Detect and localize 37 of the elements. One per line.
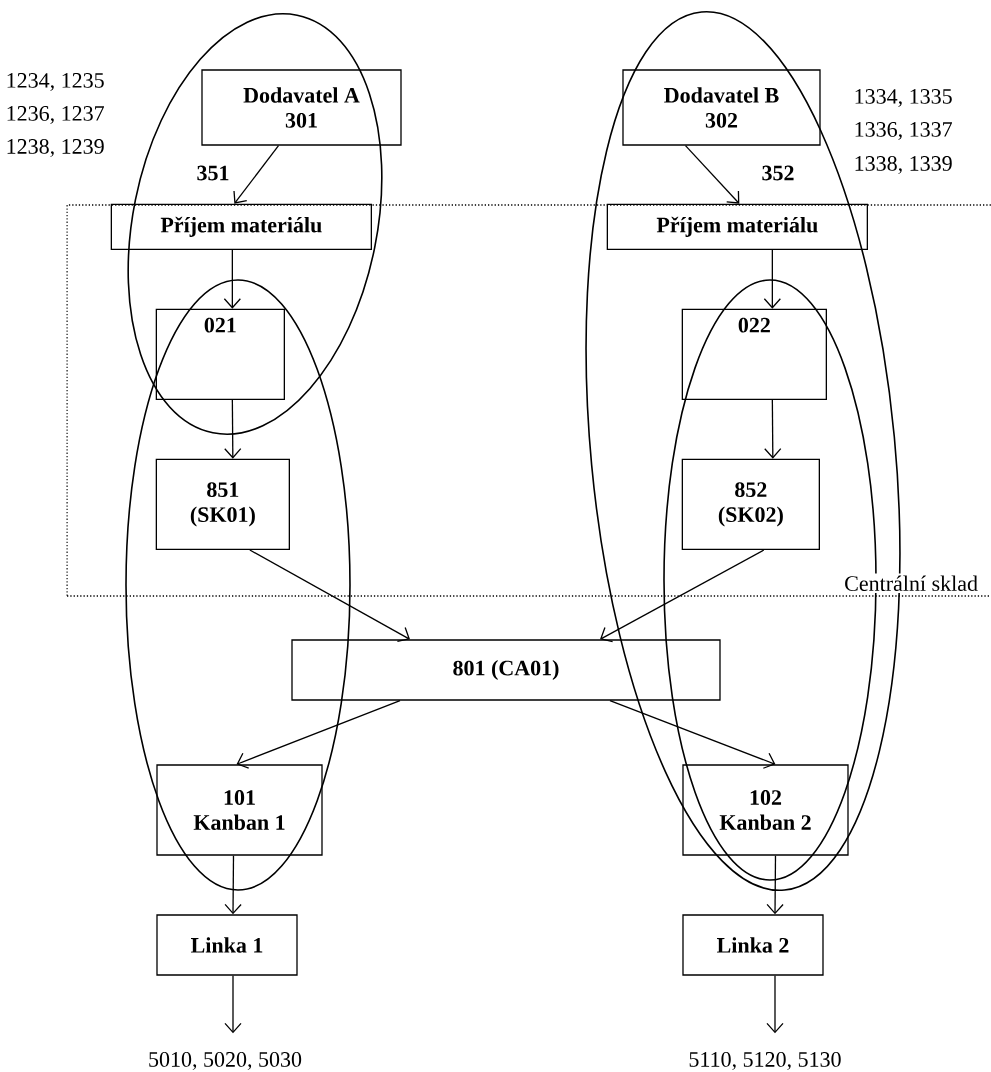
arrow: [233, 145, 280, 204]
process-box: 801 (CA01): [291, 639, 721, 701]
arrow: [224, 975, 242, 1034]
arrow: [223, 249, 241, 309]
number-list: 1334, 1335: [855, 89, 952, 107]
number-list: 1336, 1337: [855, 122, 952, 140]
process-box: Dodavatel B 302: [622, 69, 821, 146]
arrow: [249, 549, 410, 643]
process-box: 022: [681, 308, 827, 400]
process-box: 852 (SK02): [681, 458, 820, 550]
process-box: Příjem materiálu: [110, 203, 372, 250]
number-list: 1234, 1235: [7, 73, 104, 91]
arrow: [766, 975, 784, 1034]
output-label: 5010, 5020, 5030: [149, 1052, 302, 1070]
arrow: [763, 249, 781, 309]
arrow: [224, 855, 242, 915]
process-box: Linka 2: [682, 914, 824, 976]
output-label: 5110, 5120, 5130: [689, 1052, 841, 1070]
process-box: 851 (SK01): [155, 458, 290, 550]
process-box: Linka 1: [156, 914, 298, 976]
arrow: [609, 700, 776, 769]
edge-label: 351: [195, 164, 231, 182]
arrow: [224, 399, 242, 459]
process-box: Dodavatel A 301: [201, 69, 402, 146]
process-box: 021: [155, 308, 285, 400]
edge-label: 352: [760, 164, 796, 182]
process-box: 102 Kanban 2: [682, 764, 849, 856]
number-list: 1338, 1339: [855, 156, 952, 174]
arrow: [236, 700, 401, 769]
number-list: 1238, 1239: [7, 139, 104, 157]
process-box: 101 Kanban 1: [156, 764, 323, 856]
arrow: [684, 145, 740, 204]
arrow: [766, 855, 784, 915]
arrow: [600, 549, 765, 643]
process-box: Příjem materiálu: [606, 203, 868, 250]
arrow: [764, 399, 782, 459]
number-list: 1236, 1237: [7, 106, 104, 124]
